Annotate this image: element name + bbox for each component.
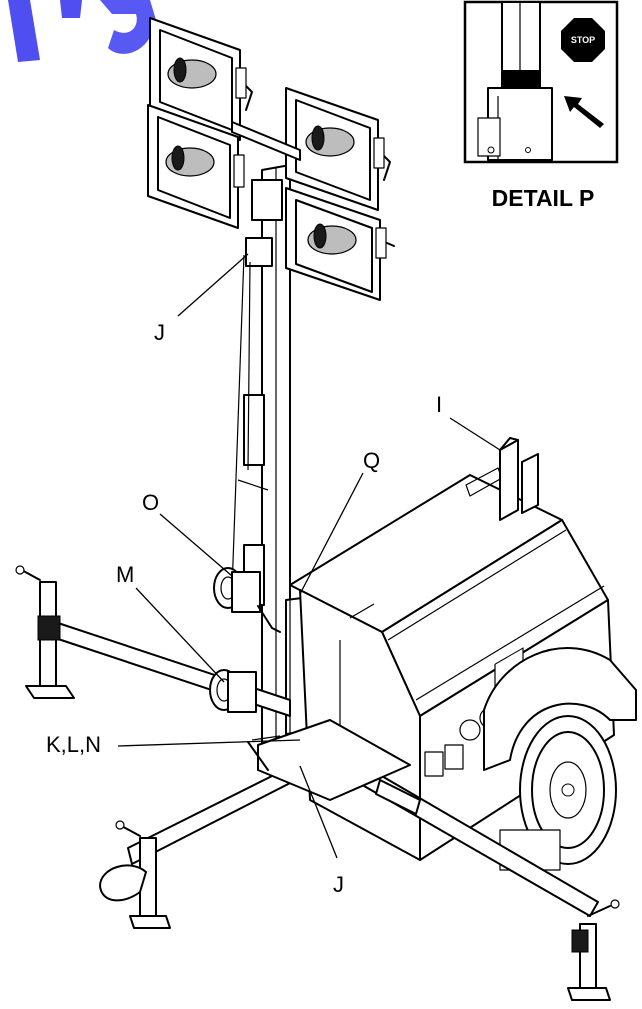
jack-stand-right xyxy=(567,899,620,1001)
floodlight-bottom-right xyxy=(285,187,395,301)
winch-upper xyxy=(213,567,281,633)
floodlight-top-right xyxy=(285,87,391,211)
callout-o: O xyxy=(142,490,159,515)
light-bar xyxy=(231,121,301,161)
floodlight-top-left xyxy=(149,17,253,141)
winch-lower xyxy=(209,669,281,771)
callout-q: Q xyxy=(363,448,380,473)
callout-i: I xyxy=(436,392,442,417)
jack-stand-left xyxy=(15,565,75,699)
floodlight-middle-left xyxy=(147,104,245,229)
stop-sign-label: STOP xyxy=(571,35,595,45)
detail-p-inset: STOP xyxy=(463,0,619,164)
watermark xyxy=(8,0,156,62)
callout-kln: K,L,N xyxy=(46,732,101,757)
detail-title: DETAIL P xyxy=(492,185,595,211)
callout-m: M xyxy=(116,562,134,587)
callout-j-bottom: J xyxy=(333,872,344,897)
callout-j-top: J xyxy=(154,320,165,345)
jack-stand-front xyxy=(99,820,171,929)
wheel-assembly xyxy=(483,647,637,871)
arrow-icon xyxy=(564,96,604,128)
callout-leaders xyxy=(117,253,501,859)
stop-sign-icon xyxy=(561,18,605,62)
